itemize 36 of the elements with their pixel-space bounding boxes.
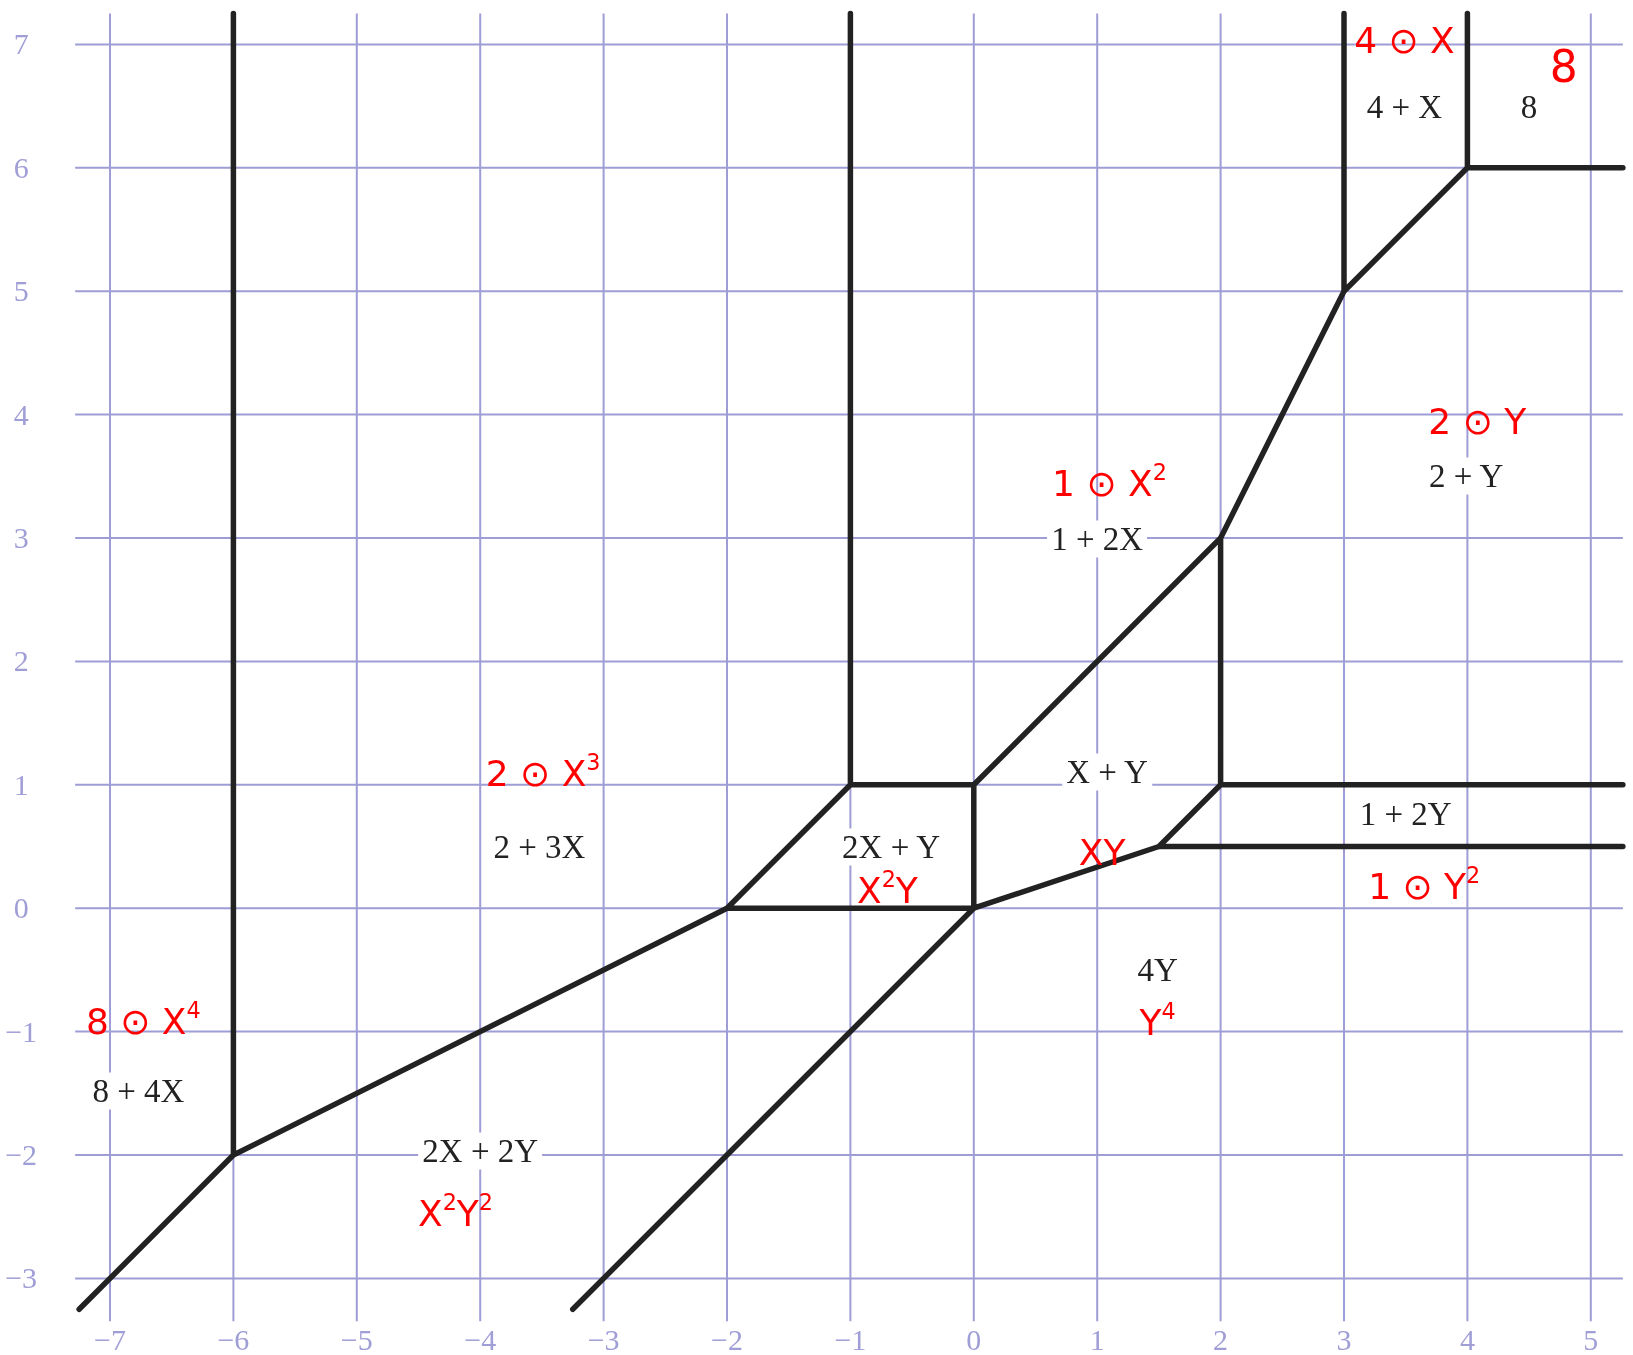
axis-tick-label: 0: [966, 1325, 982, 1355]
axis-tick-label: 2: [1213, 1325, 1229, 1355]
math-expression: 2 ⊙ Y: [1428, 404, 1527, 440]
axis-tick-label: −6: [217, 1325, 250, 1355]
math-expression: 8 ⊙ X$^{4}$: [85, 1003, 201, 1040]
axis-tick-label: −3: [587, 1325, 620, 1355]
axis-tick-label: −3: [5, 1263, 38, 1294]
math-expression: 1 ⊙ X$^{2}$: [1052, 465, 1167, 502]
axis-tick-label: −2: [5, 1140, 38, 1170]
axis-tick-label: 2: [13, 646, 29, 677]
axis-tick-label: 6: [13, 152, 29, 183]
axis-tick-label: 4: [13, 399, 29, 430]
axis-tick-label: 4: [1459, 1325, 1475, 1355]
math-expression: X$^{2}$Y: [856, 872, 918, 909]
axis-tick-label: −1: [834, 1325, 867, 1355]
axis-tick-label: 3: [1336, 1325, 1352, 1355]
axis-tick-label: −2: [711, 1325, 743, 1355]
axis-tick-label: 1: [13, 769, 29, 800]
axis-tick-label: 0: [13, 893, 29, 924]
math-expression: 2X + 2Y: [418, 1132, 543, 1170]
math-expression: 2 ⊙ X$^{3}$: [485, 755, 601, 792]
math-expression: XY: [1078, 834, 1126, 871]
math-expression: 1 + 2X: [1047, 520, 1148, 558]
axis-tick-label: 5: [1583, 1325, 1599, 1355]
axis-tick-label: 5: [13, 276, 29, 307]
axis-tick-label: −4: [464, 1325, 497, 1355]
axis-tick-label: 1: [1089, 1325, 1105, 1355]
math-expression: 4 ⊙ X: [1354, 22, 1455, 59]
axis-tick-label: 3: [13, 523, 29, 553]
axis-tick-label: −5: [340, 1325, 373, 1355]
axis-tick-label: −7: [94, 1325, 126, 1355]
math-expression: Y$^{4}$: [1139, 1004, 1176, 1041]
axis-tick-label: −1: [5, 1016, 38, 1047]
axis-tick-label: 7: [13, 29, 29, 60]
math-expression: X + Y: [1062, 753, 1152, 791]
math-expression: 8: [1549, 44, 1578, 89]
